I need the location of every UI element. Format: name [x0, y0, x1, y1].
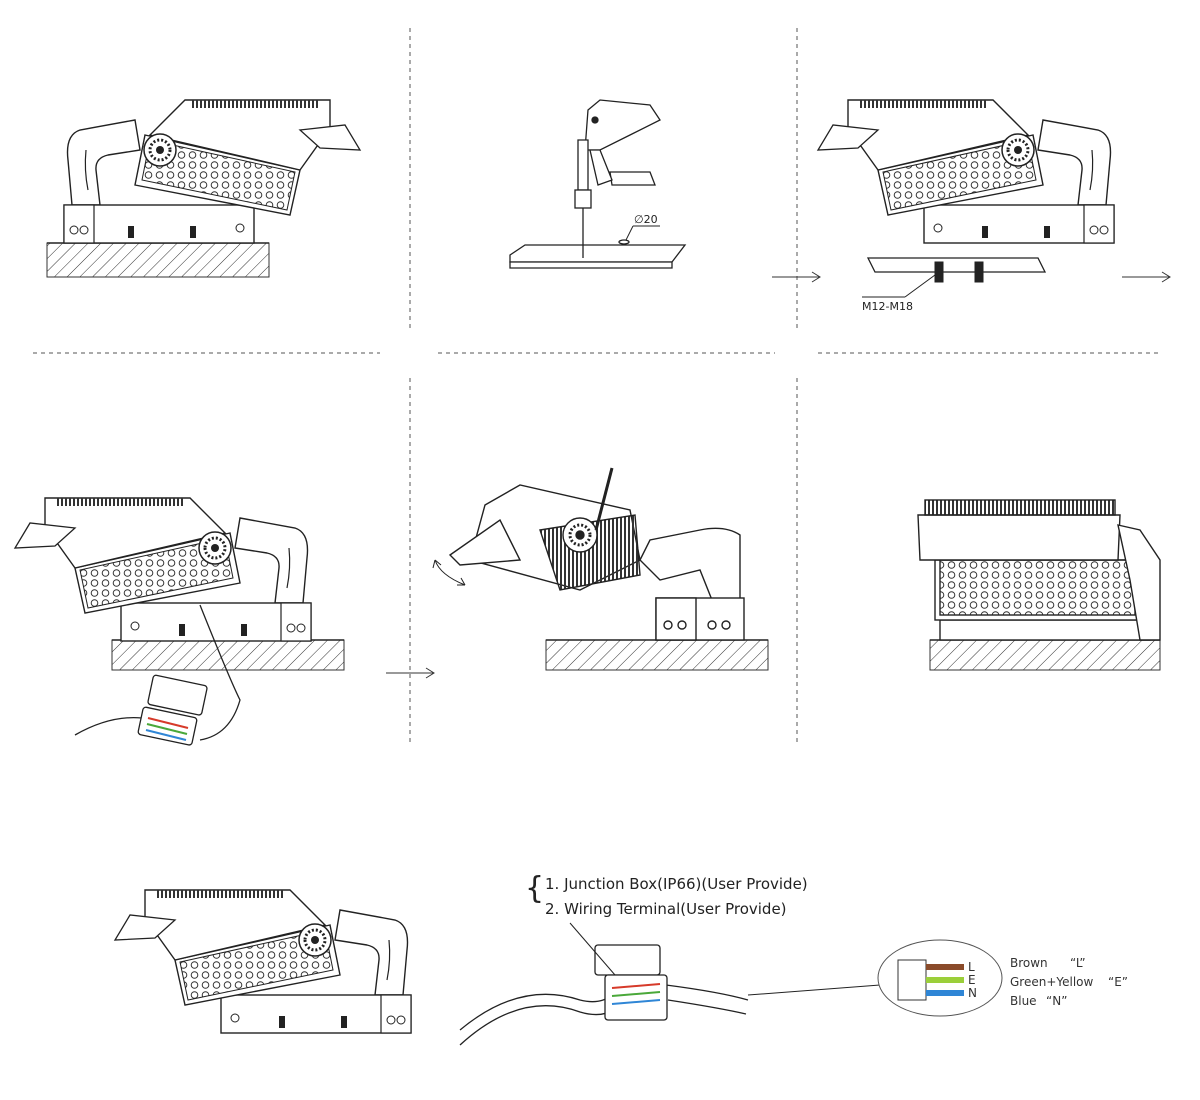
wire-color-legend: Brown “L” Green+Yellow “E” Blue “N”	[1010, 956, 1128, 1008]
note-wiring-terminal: 2. Wiring Terminal(User Provide)	[545, 900, 787, 918]
rotate-arrow-icon	[432, 559, 466, 586]
final-wiring-assembly: { 1. Junction Box(IP66)(User Provide) 2.…	[113, 871, 881, 1046]
grid-dividers	[33, 28, 1158, 745]
legend-blue: Blue	[1010, 994, 1037, 1008]
drill-hole-size-label: ∅20	[634, 213, 658, 226]
legend-brown-code: “L”	[1070, 956, 1086, 970]
step-4-wiring	[13, 496, 345, 746]
wiring-detail: L E N Brown “L” Green+Yellow “E” Blue “N…	[877, 939, 1128, 1017]
drill-icon	[574, 99, 661, 250]
note-junction-box: 1. Junction Box(IP66)(User Provide)	[545, 875, 808, 893]
legend-green-yellow: Green+Yellow	[1010, 975, 1094, 989]
junction-box-icon	[594, 944, 668, 1021]
step-1-lamp-on-ground	[46, 98, 362, 278]
legend-blue-code: “N”	[1046, 994, 1067, 1008]
note-brace: {	[525, 871, 544, 906]
junction-box-icon	[137, 674, 208, 746]
terminal-e-label: E	[968, 973, 976, 987]
step-5-adjust-angle	[432, 467, 769, 671]
step-arrows	[386, 271, 1171, 679]
arrow-right-icon	[1122, 271, 1171, 283]
terminal-n-label: N	[968, 986, 977, 1000]
arrow-right-icon	[772, 271, 821, 283]
step-3-mount-plate: M12-M18	[816, 98, 1116, 313]
step-6-front-view	[917, 499, 1161, 671]
bolt-icon	[934, 261, 984, 283]
terminal-l-label: L	[968, 960, 975, 974]
legend-brown: Brown	[1010, 956, 1048, 970]
step-2-drilling: ∅20	[509, 99, 687, 269]
legend-green-yellow-code: “E”	[1108, 975, 1128, 989]
arrow-right-icon	[386, 667, 435, 679]
bolt-size-label: M12-M18	[862, 300, 913, 313]
